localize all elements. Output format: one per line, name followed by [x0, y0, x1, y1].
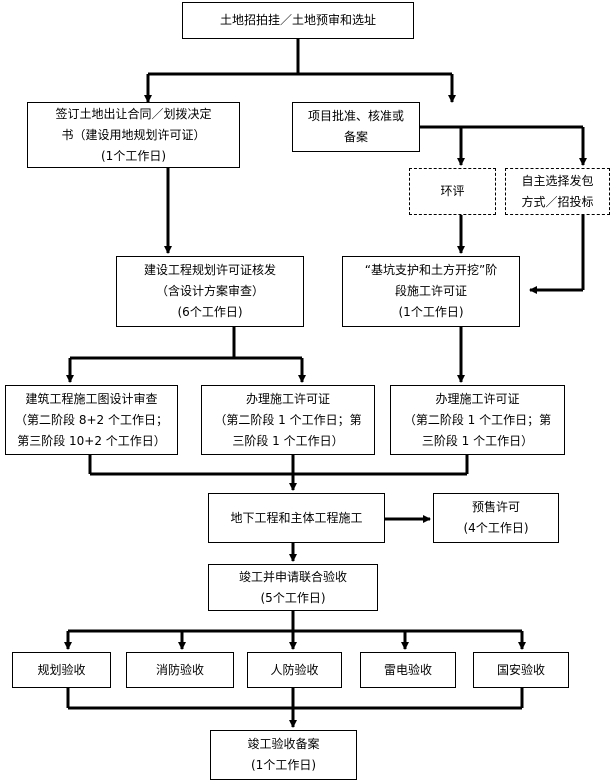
node-construction-permit-line3: 三阶段 1 个工作日）	[232, 433, 344, 448]
node-land-contract-line1: 签订土地出让合同／划拨决定	[55, 106, 212, 121]
node-main-construction-label: 地下工程和主体工程施工	[230, 510, 363, 525]
node-construction-permit-line2: （第二阶段 1 个工作日；第	[214, 412, 362, 427]
node-planning-permit-line2: （含设计方案审查）	[155, 284, 264, 298]
node-presale-permit: 预售许可 (4个工作日)	[433, 493, 559, 543]
node-eia-label: 环评	[440, 184, 465, 198]
node-land-contract-line2: 书（建设用地规划许可证）	[61, 127, 206, 142]
node-presale-permit-line1: 预售许可	[471, 500, 520, 514]
node-drawing-review-line2: （第二阶段 8+2 个工作日；	[15, 412, 168, 427]
node-bidding-line1: 自主选择发包	[521, 173, 594, 188]
node-planning-acceptance-label: 规划验收	[37, 662, 86, 677]
node-construction-permit-2-line1: 办理施工许可证	[435, 391, 520, 406]
node-completion-acceptance: 竣工并申请联合验收 (5个工作日)	[208, 564, 378, 611]
node-construction-permit-line1: 办理施工许可证	[245, 391, 330, 406]
node-drawing-review: 建筑工程施工图设计审查 （第二阶段 8+2 个工作日； 第三阶段 10+2 个工…	[5, 385, 178, 455]
node-final-filing: 竣工验收备案 (1个工作日)	[210, 730, 357, 780]
node-lightning-acceptance: 雷电验收	[360, 652, 456, 688]
node-drawing-review-line1: 建筑工程施工图设计审查	[25, 391, 158, 406]
node-project-approval-line1: 项目批准、核准或	[307, 109, 404, 123]
node-project-approval: 项目批准、核准或 备案	[292, 102, 420, 152]
node-bidding-line2: 方式／招投标	[521, 194, 594, 209]
node-fire-acceptance: 消防验收	[126, 652, 234, 688]
node-security-acceptance-label: 国安验收	[496, 662, 545, 677]
node-civil-defense-acceptance-label: 人防验收	[270, 662, 319, 677]
node-planning-permit-line3: (6个工作日)	[177, 305, 243, 319]
node-construction-permit: 办理施工许可证 （第二阶段 1 个工作日；第 三阶段 1 个工作日）	[201, 385, 375, 455]
node-project-approval-line2: 备案	[343, 130, 368, 144]
node-planning-permit: 建设工程规划许可证核发 （含设计方案审查） (6个工作日)	[116, 256, 304, 327]
node-planning-permit-line1: 建设工程规划许可证核发	[143, 263, 276, 277]
node-main-construction: 地下工程和主体工程施工	[208, 493, 385, 543]
node-construction-permit-2-line2: （第二阶段 1 个工作日；第	[403, 412, 552, 427]
node-presale-permit-line2: (4个工作日)	[463, 521, 529, 535]
node-drawing-review-line3: 第三阶段 10+2 个工作日）	[17, 433, 166, 448]
node-construction-permit-2: 办理施工许可证 （第二阶段 1 个工作日；第 三阶段 1 个工作日）	[390, 385, 565, 455]
node-bidding: 自主选择发包 方式／招投标	[505, 168, 610, 215]
node-final-filing-line1: 竣工验收备案	[247, 737, 320, 751]
node-security-acceptance: 国安验收	[473, 652, 569, 688]
node-pit-permit-line2: 段施工许可证	[394, 284, 467, 298]
node-land-contract-line3: (1个工作日)	[101, 148, 166, 163]
node-pit-permit: “基坑支护和土方开挖”阶 段施工许可证 (1个工作日)	[342, 256, 520, 327]
node-eia: 环评	[409, 168, 496, 215]
node-completion-acceptance-line2: (5个工作日)	[260, 590, 326, 605]
node-completion-acceptance-line1: 竣工并申请联合验收	[238, 569, 347, 584]
node-fire-acceptance-label: 消防验收	[155, 662, 204, 677]
node-final-filing-line2: (1个工作日)	[251, 758, 316, 772]
node-land-contract: 签订土地出让合同／划拨决定 书（建设用地规划许可证） (1个工作日)	[27, 102, 240, 168]
node-construction-permit-2-line3: 三阶段 1 个工作日）	[421, 433, 534, 448]
node-lightning-acceptance-label: 雷电验收	[383, 662, 432, 677]
node-land-auction-label: 土地招拍挂／土地预审和选址	[219, 13, 376, 27]
node-civil-defense-acceptance: 人防验收	[247, 652, 342, 688]
node-pit-permit-line1: “基坑支护和土方开挖”阶	[364, 263, 498, 277]
node-land-auction: 土地招拍挂／土地预审和选址	[182, 2, 414, 39]
node-pit-permit-line3: (1个工作日)	[398, 305, 464, 319]
node-planning-acceptance: 规划验收	[12, 652, 111, 688]
